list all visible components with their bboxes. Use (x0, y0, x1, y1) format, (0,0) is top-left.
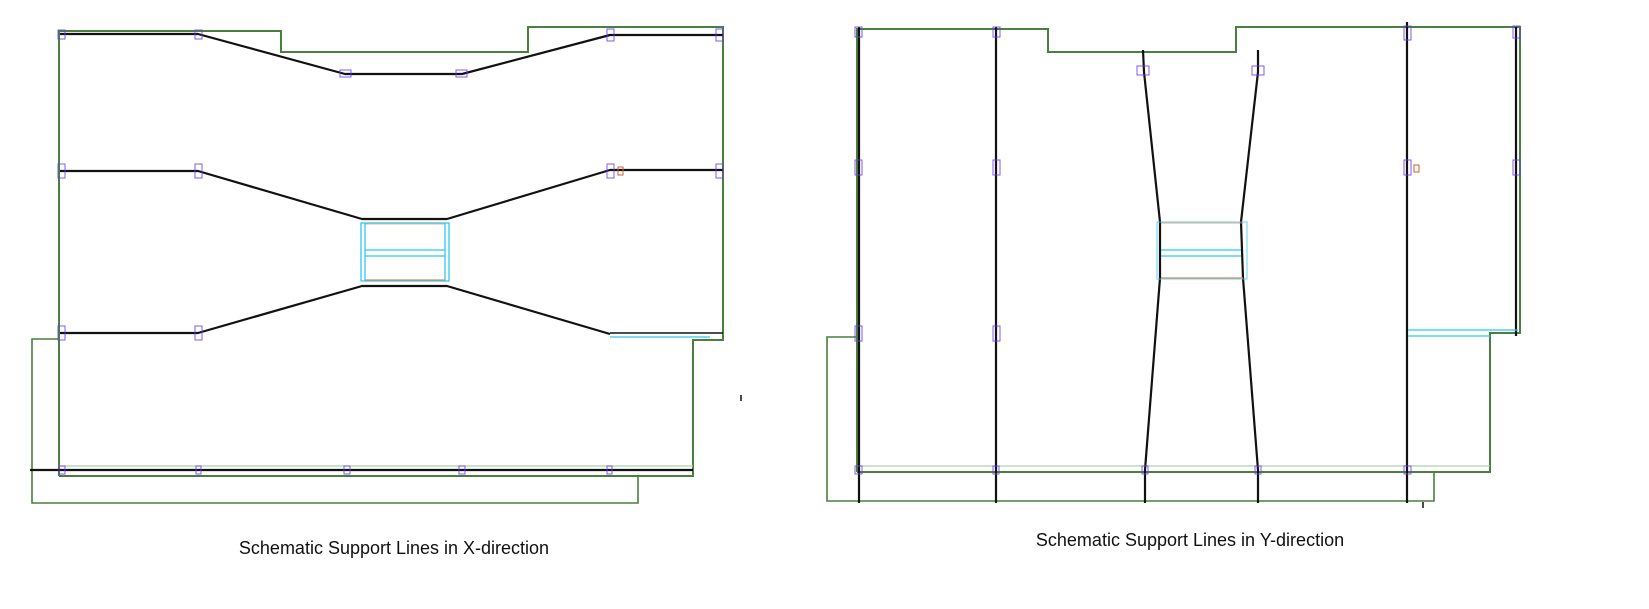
caption-y-direction: Schematic Support Lines in Y-direction (1035, 530, 1345, 550)
support-line-y-3 (1141, 49, 1162, 503)
support-line-x-3 (60, 284, 611, 336)
columns (57, 28, 724, 475)
support-line-x-2 (60, 168, 723, 221)
support-line-x-1 (60, 32, 723, 76)
lower-slab-outline (31, 338, 639, 504)
opening (360, 222, 450, 282)
slab-outline (58, 26, 724, 477)
slab-outline (856, 26, 1521, 473)
opening (1156, 221, 1248, 280)
y-direction-plan (826, 22, 1521, 508)
caption-x-direction: Schematic Support Lines in X-direction (238, 538, 550, 558)
lower-slab-outline (826, 336, 1435, 502)
support-line-y-4 (1239, 50, 1260, 503)
x-direction-plan (30, 26, 742, 504)
columns (854, 25, 1521, 475)
